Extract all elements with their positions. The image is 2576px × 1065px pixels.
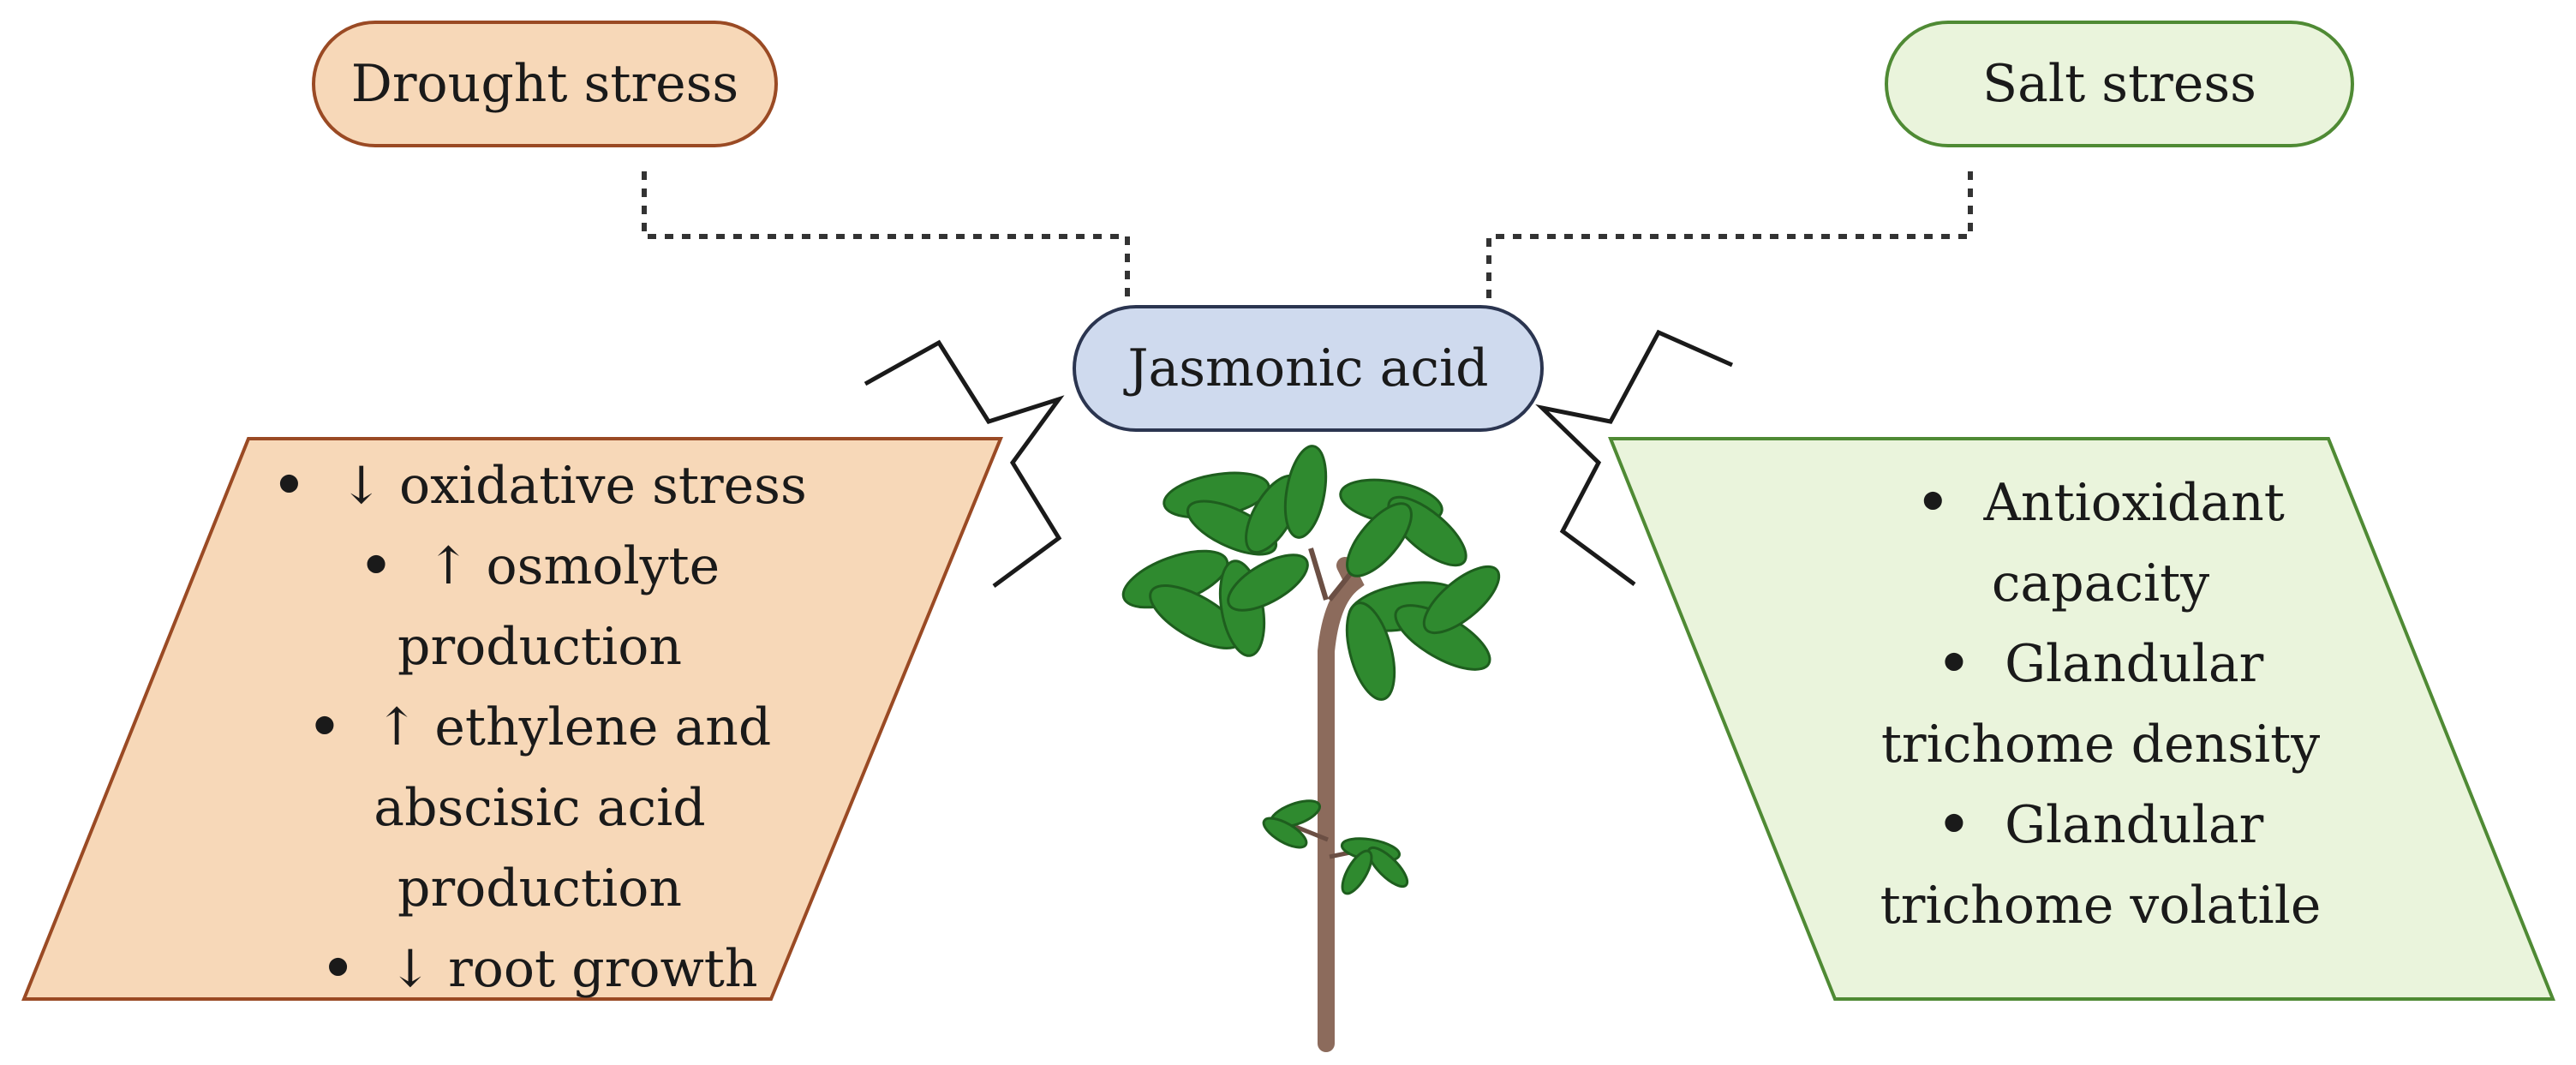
salt-effect-item: Antioxidant capacity [1784, 463, 2418, 624]
drought-effect-item: ↑ ethylene and abscisic acid production [197, 687, 882, 929]
drought-effect-item: ↓ oxidative stress [197, 446, 882, 526]
drought-effect-item: ↓ root growth [197, 929, 882, 1009]
jasmonic-acid-node: Jasmonic acid [1073, 305, 1544, 432]
drought-stress-label: Drought stress [350, 54, 739, 114]
drought-effects-list: ↓ oxidative stress ↑ osmolyte production… [197, 446, 882, 1009]
jasmonic-acid-label: Jasmonic acid [1127, 338, 1489, 398]
salt-effect-item: Glandular trichome volatile [1784, 785, 2418, 946]
drought-effect-item: ↑ osmolyte production [197, 526, 882, 687]
salt-effect-item: Glandular trichome density [1784, 624, 2418, 785]
plant-icon [1121, 445, 1501, 1052]
salt-effects-list: Antioxidant capacity Glandular trichome … [1784, 463, 2418, 946]
drought-connector [642, 171, 1130, 298]
drought-stress-node: Drought stress [312, 21, 778, 147]
salt-lightning-arrow [1535, 329, 1734, 587]
salt-stress-node: Salt stress [1885, 21, 2354, 147]
salt-connector [1486, 171, 1973, 298]
salt-stress-label: Salt stress [1982, 54, 2256, 114]
drought-lightning-arrow [864, 339, 1065, 589]
